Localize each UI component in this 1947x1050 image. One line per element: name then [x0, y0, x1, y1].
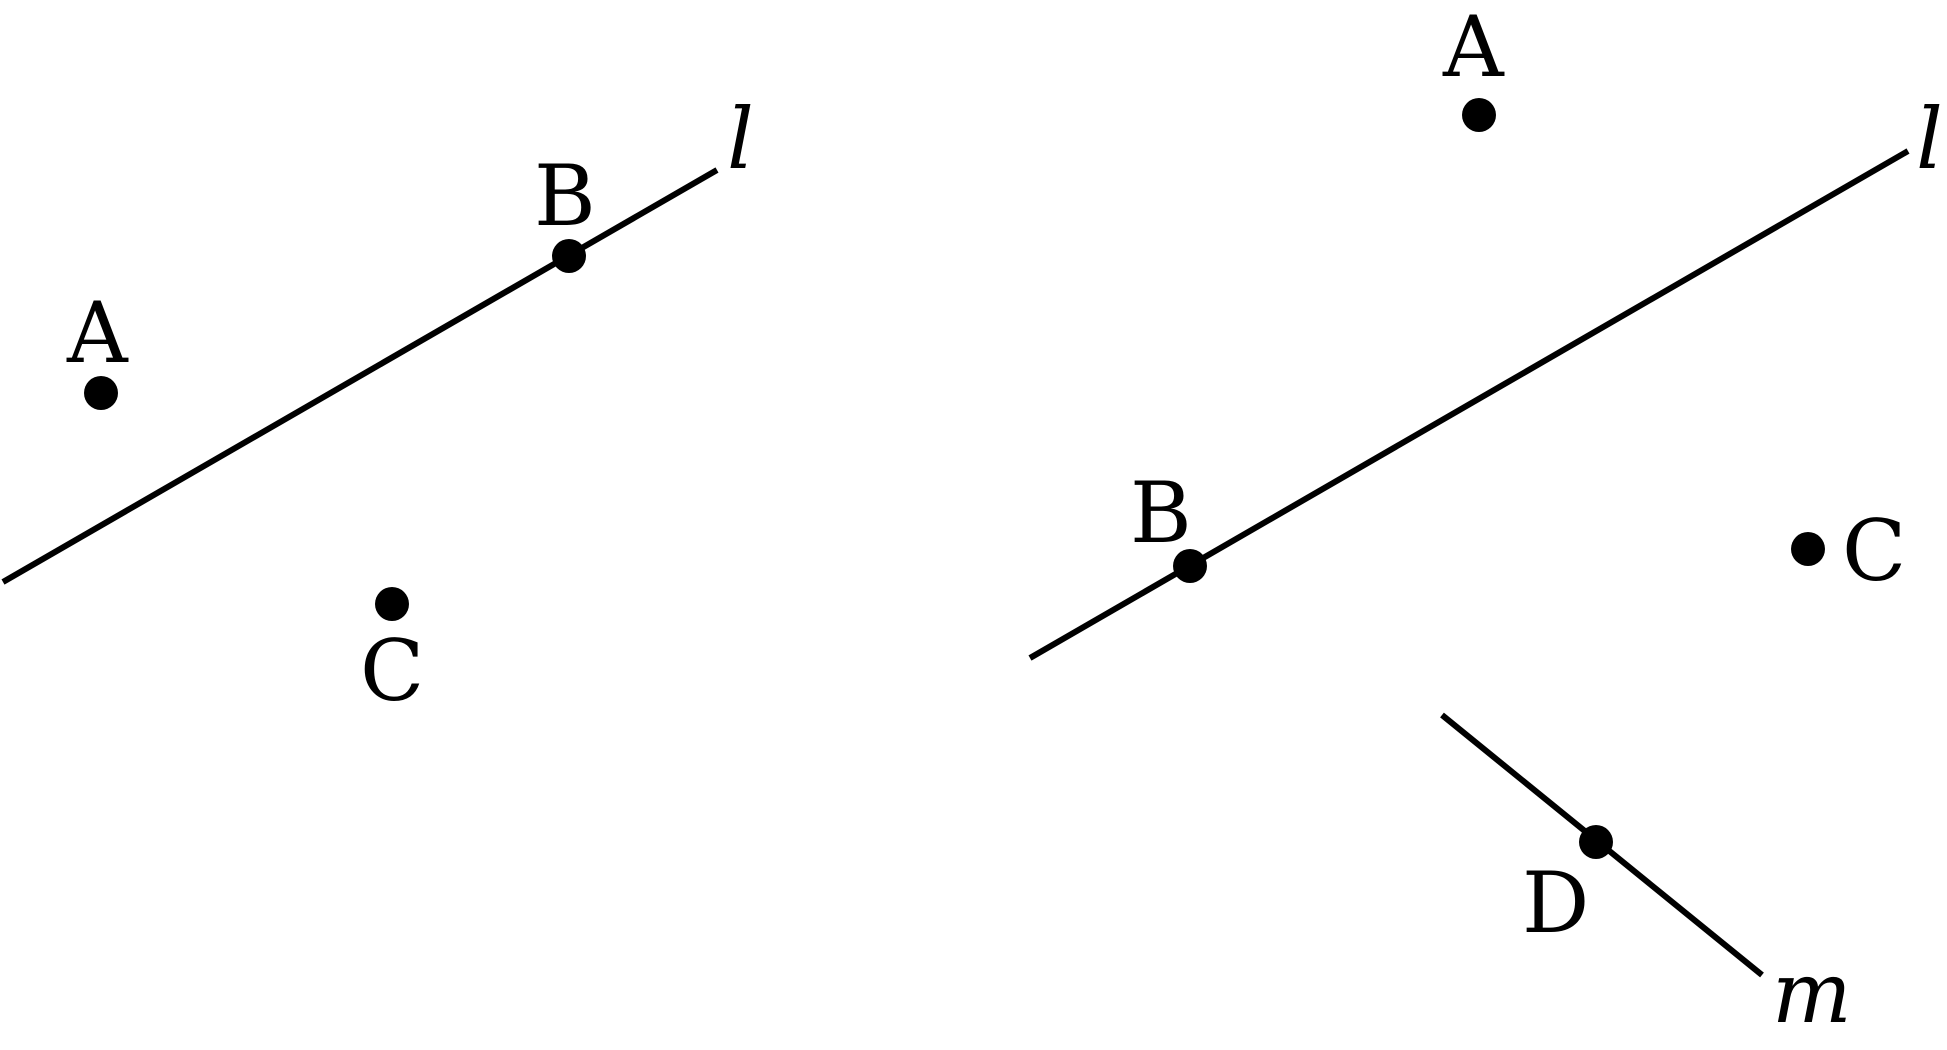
right-point-c	[1791, 532, 1825, 566]
left-line-l-label: l	[727, 90, 754, 188]
right-point-a-label: A	[1442, 0, 1505, 96]
right-point-b-label: B	[1130, 464, 1192, 562]
right-point-b	[1173, 549, 1207, 583]
left-point-a-label: A	[66, 284, 129, 382]
left-figure: l A B C	[1, 90, 754, 720]
right-figure: l m A B C D	[1028, 0, 1943, 1042]
left-point-c	[375, 587, 409, 621]
right-line-l	[1028, 148, 1910, 661]
left-point-c-label: C	[360, 622, 424, 720]
left-point-a	[84, 376, 118, 410]
left-point-b-label: B	[534, 147, 596, 245]
right-line-m-label: m	[1772, 944, 1852, 1042]
right-line-l-label: l	[1916, 90, 1943, 188]
right-point-d	[1579, 825, 1613, 859]
left-point-b	[552, 239, 586, 273]
left-line-l	[1, 167, 719, 585]
right-point-d-label: D	[1522, 854, 1589, 952]
right-point-c-label: C	[1842, 502, 1906, 600]
right-point-a	[1462, 98, 1496, 132]
